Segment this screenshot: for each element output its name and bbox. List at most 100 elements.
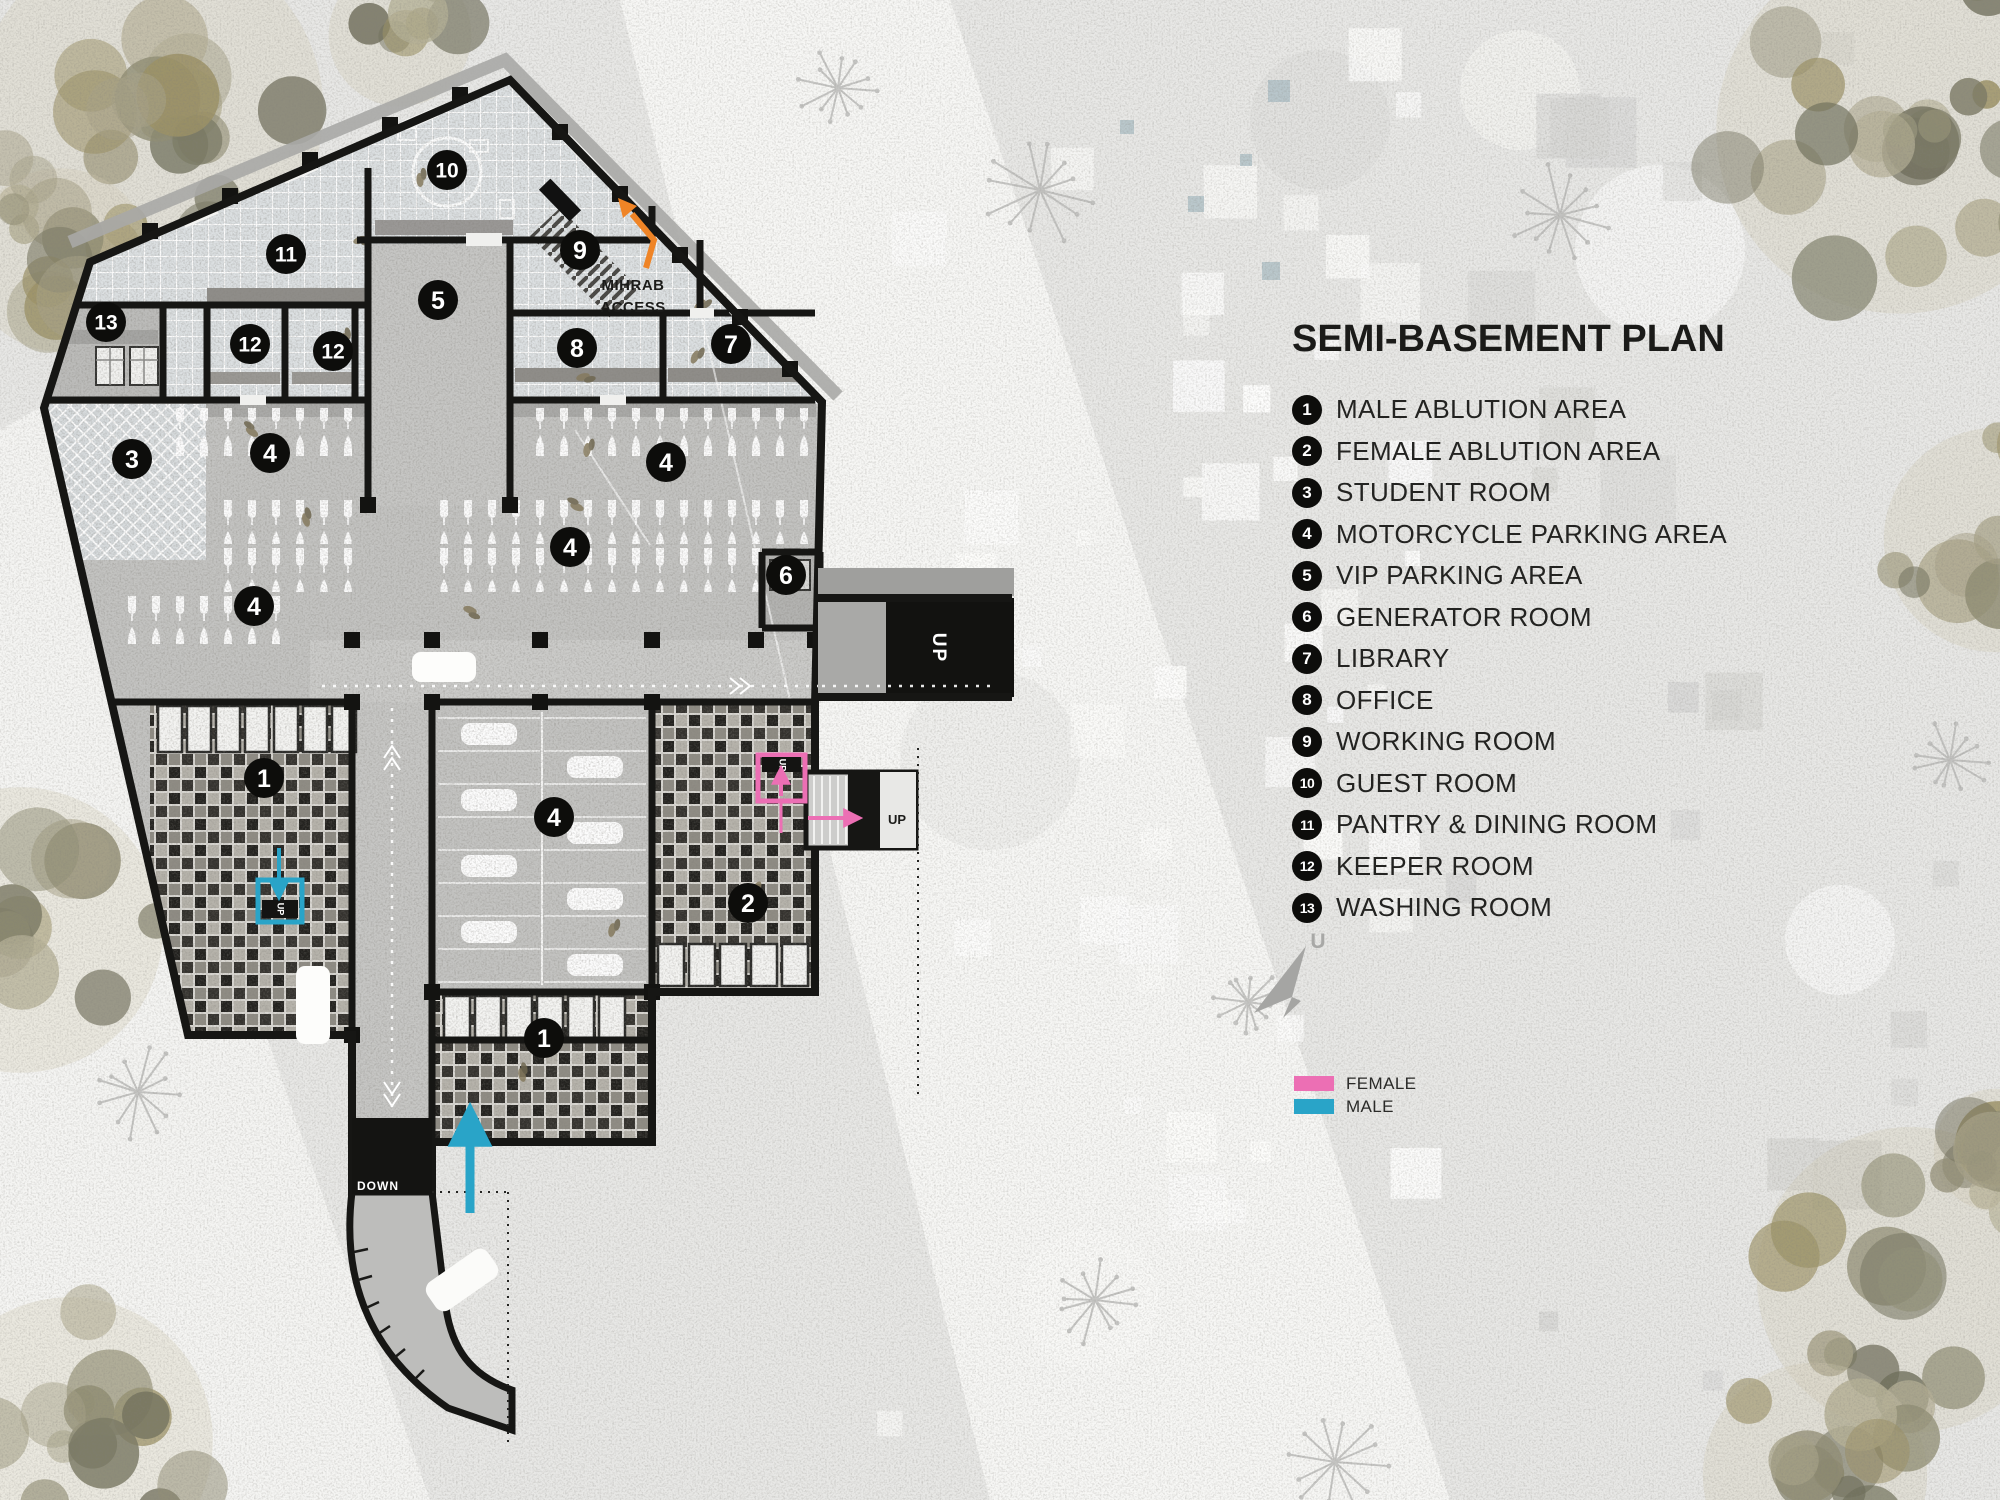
room-marker-4: 4 [550, 527, 590, 567]
male-swatch [1294, 1099, 1334, 1114]
mihrab-label-2: ACCESS [600, 299, 666, 316]
room-marker-4: 4 [250, 433, 290, 473]
room-marker-number: 13 [94, 312, 117, 335]
legend-item-label: LIBRARY [1336, 643, 1450, 674]
legend-item: 8 OFFICE [1292, 680, 1852, 722]
room-marker-number: 11 [275, 244, 298, 267]
legend-item-number: 13 [1292, 892, 1322, 923]
legend-item-number: 1 [1292, 394, 1322, 425]
room-marker-number: 9 [573, 237, 587, 265]
legend-item-number: 10 [1292, 768, 1322, 799]
room-marker-number: 12 [238, 334, 261, 357]
legend-item-number: 2 [1292, 436, 1322, 467]
mihrab-access: MIHRAB ACCESS [600, 198, 666, 316]
north-label: U [1310, 930, 1325, 953]
male-stair-up-label: UP [276, 903, 286, 916]
female-route: UP [755, 752, 864, 833]
room-marker-number: 4 [263, 440, 277, 468]
legend-item-label: STUDENT ROOM [1336, 477, 1552, 508]
legend-item-number: 11 [1292, 809, 1322, 840]
north-arrow-icon [1254, 946, 1306, 1013]
roof-edge-band [67, 52, 843, 401]
mihrab-label-1: MIHRAB [602, 277, 665, 294]
room-marker-number: 2 [741, 890, 755, 918]
female-stair-up-label: UP [778, 759, 788, 772]
page-title: SEMI-BASEMENT PLAN [1292, 318, 1725, 360]
room-marker-number: 4 [247, 593, 261, 621]
legend-item-label: MALE ABLUTION AREA [1336, 394, 1627, 425]
room-marker-5: 5 [418, 280, 458, 320]
room-marker-10: 10 [427, 150, 467, 190]
room-marker-4: 4 [646, 442, 686, 482]
room-marker-12: 12 [230, 324, 270, 364]
parked-cars [296, 652, 476, 1044]
room-marker-1: 1 [244, 758, 284, 798]
room-marker-2: 2 [728, 883, 768, 923]
room-marker-9: 9 [560, 230, 600, 270]
legend-item: 1 MALE ABLUTION AREA [1292, 389, 1852, 431]
room-marker-4: 4 [534, 797, 574, 837]
gender-legend-row: FEMALE [1294, 1072, 1416, 1095]
room-marker-4: 4 [234, 586, 274, 626]
legend-item-number: 7 [1292, 643, 1322, 674]
stair-up-label: UP [888, 812, 906, 827]
legend-item: 13 WASHING ROOM [1292, 887, 1852, 929]
legend-item-number: 5 [1292, 560, 1322, 591]
legend-item-number: 12 [1292, 851, 1322, 882]
room-marker-number: 4 [563, 534, 577, 562]
male-route: UP [255, 848, 493, 1213]
legend-item-label: PANTRY & DINING ROOM [1336, 809, 1658, 840]
room-marker-number: 6 [779, 562, 793, 590]
down-ramp: DOWN [346, 1118, 516, 1448]
door-openings [240, 233, 714, 405]
room-marker-number: 1 [537, 1025, 551, 1053]
legend-item-label: FEMALE ABLUTION AREA [1336, 435, 1661, 466]
female-swatch [1294, 1076, 1334, 1091]
legend-item: 10 GUEST ROOM [1292, 763, 1852, 805]
room-marker-8: 8 [557, 328, 597, 368]
room-marker-number: 4 [659, 449, 673, 477]
room-marker-1: 1 [524, 1018, 564, 1058]
legend-item-number: 3 [1292, 477, 1322, 508]
legend-item-label: KEEPER ROOM [1336, 850, 1534, 881]
legend-item: 3 STUDENT ROOM [1292, 472, 1852, 514]
building-plan [39, 52, 1012, 1196]
room-marker-number: 1 [257, 765, 271, 793]
legend-item-label: GUEST ROOM [1336, 767, 1518, 798]
legend-item: 2 FEMALE ABLUTION AREA [1292, 431, 1852, 473]
room-marker-13: 13 [86, 302, 126, 342]
room-marker-7: 7 [711, 324, 751, 364]
legend-item: 5 VIP PARKING AREA [1292, 555, 1852, 597]
room-marker-number: 7 [724, 331, 738, 359]
room-marker-number: 5 [431, 287, 445, 315]
gender-legend-row: MALE [1294, 1095, 1416, 1118]
curved-road [346, 1188, 516, 1435]
up-ramp: UP [815, 568, 1014, 701]
legend-item-label: WASHING ROOM [1336, 892, 1553, 923]
legend-item: 11 PANTRY & DINING ROOM [1292, 804, 1852, 846]
roof-opening [538, 178, 582, 222]
legend-item: 7 LIBRARY [1292, 638, 1852, 680]
room-marker-11: 11 [266, 234, 306, 274]
legend-item-number: 9 [1292, 726, 1322, 757]
room-marker-number: 10 [435, 160, 458, 183]
room-marker-number: 12 [321, 341, 344, 364]
room-marker-12: 12 [313, 331, 353, 371]
legend-item-number: 6 [1292, 602, 1322, 633]
room-marker-number: 8 [570, 335, 584, 363]
legend-item-number: 8 [1292, 685, 1322, 716]
down-ramp-label: DOWN [357, 1179, 399, 1193]
room-marker-number: 4 [547, 804, 561, 832]
gender-legend-label: MALE [1346, 1096, 1394, 1116]
legend-item-label: OFFICE [1336, 684, 1434, 715]
legend-item-label: VIP PARKING AREA [1336, 560, 1583, 591]
legend-item: 12 KEEPER ROOM [1292, 846, 1852, 888]
room-marker-6: 6 [766, 555, 806, 595]
